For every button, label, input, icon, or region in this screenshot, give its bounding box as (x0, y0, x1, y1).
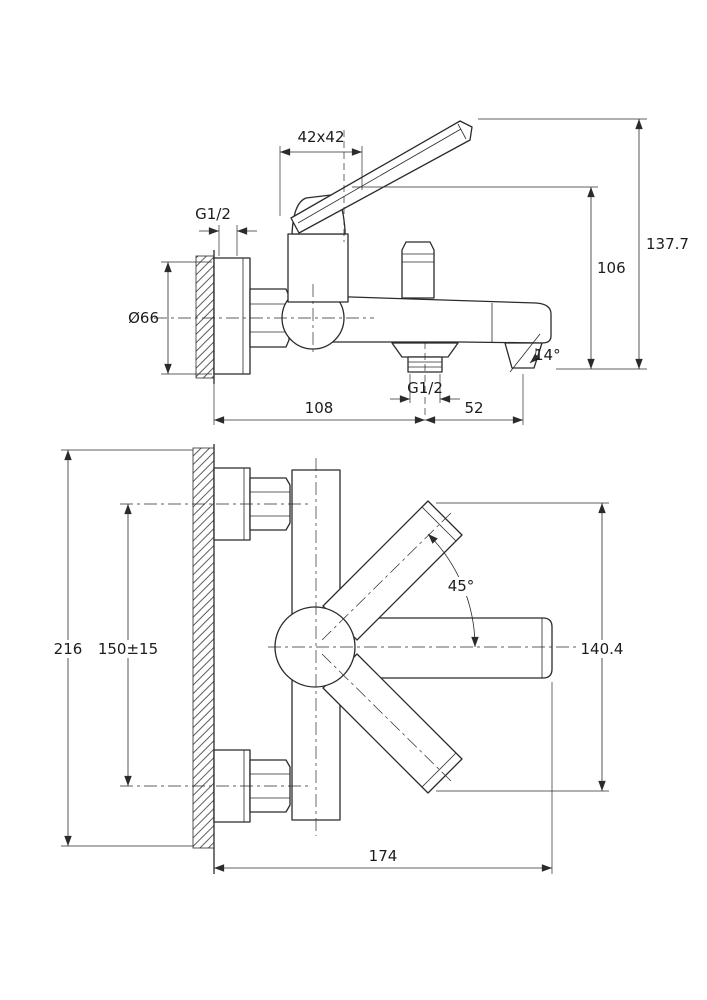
dim-inlet-spacing: 150±15 (97, 504, 159, 786)
dim-pipe-angle: 45° (427, 533, 483, 648)
side-wall (195, 250, 215, 384)
dim-inlet-thread-label: G1/2 (195, 205, 231, 223)
lever-ridge-line (297, 128, 462, 224)
side-view: 42x42 G1/2 Ø66 137.7 (128, 118, 689, 425)
dim-spout-angle-label: 14° (534, 346, 561, 364)
dim-overall-height: 137.7 (478, 118, 689, 370)
side-centerlines (154, 130, 426, 418)
pipe-cap-line (421, 752, 457, 788)
dim-overall-height-label: 216 (54, 640, 83, 658)
dim-handle-size: 42x42 (279, 128, 363, 216)
dim-body-height: 106 (352, 186, 626, 369)
dim-outer-span: 140.4 (436, 502, 628, 792)
side-dimensions: 42x42 G1/2 Ø66 137.7 (128, 118, 689, 425)
escutcheon (213, 257, 251, 375)
dim-outlet-to-tip-label: 52 (464, 399, 483, 417)
label-background (48, 640, 88, 658)
side-faucet (213, 120, 552, 375)
dim-overall-height: 216 (48, 449, 193, 847)
outlet-bell (391, 342, 459, 358)
dim-pipe-angle-label: 45° (448, 577, 475, 595)
dim-handle-size-label: 42x42 (297, 128, 344, 146)
dim-outer-span-label: 140.4 (581, 640, 624, 658)
dim-wall-to-outlet: 108 (213, 384, 425, 425)
label-background (97, 640, 159, 658)
front-faucet (213, 467, 553, 823)
dim-overall-width-label: 174 (369, 847, 398, 865)
dim-wall-to-outlet-label: 108 (305, 399, 334, 417)
angle-arc (529, 347, 541, 364)
spout-arm (339, 617, 553, 679)
dim-overall-height-label: 137.7 (646, 235, 689, 253)
dim-outlet-to-tip: 52 (425, 374, 524, 425)
wall-hatch (195, 255, 215, 379)
dim-inlet-spacing-label: 150±15 (98, 640, 158, 658)
upper-pipe-centerline (321, 511, 453, 641)
dim-outlet-thread: G1/2 (390, 374, 460, 403)
angle-reference-line (509, 333, 541, 373)
dim-escutcheon-diameter-label: Ø66 (128, 309, 159, 327)
dim-overall-width: 174 (214, 682, 553, 874)
front-centerlines (120, 458, 588, 836)
diverter-knob (401, 241, 435, 299)
dim-inlet-thread: G1/2 (195, 205, 257, 256)
front-dimensions: 216 150±15 45° 140.4 (48, 449, 628, 874)
dim-escutcheon-diameter: Ø66 (128, 261, 212, 375)
lever-tip-bevel (457, 123, 467, 140)
label-background (440, 577, 483, 596)
front-wall (192, 444, 215, 874)
dim-outlet-thread-label: G1/2 (407, 379, 443, 397)
front-view: 216 150±15 45° 140.4 (48, 444, 628, 874)
spout-arm (319, 295, 552, 344)
lower-pipe-centerline (321, 653, 453, 783)
body-column (287, 233, 349, 303)
label-background (576, 640, 628, 658)
wall-hatch (192, 447, 215, 849)
dim-spout-angle: 14° (509, 333, 561, 373)
dim-body-height-label: 106 (597, 259, 626, 277)
